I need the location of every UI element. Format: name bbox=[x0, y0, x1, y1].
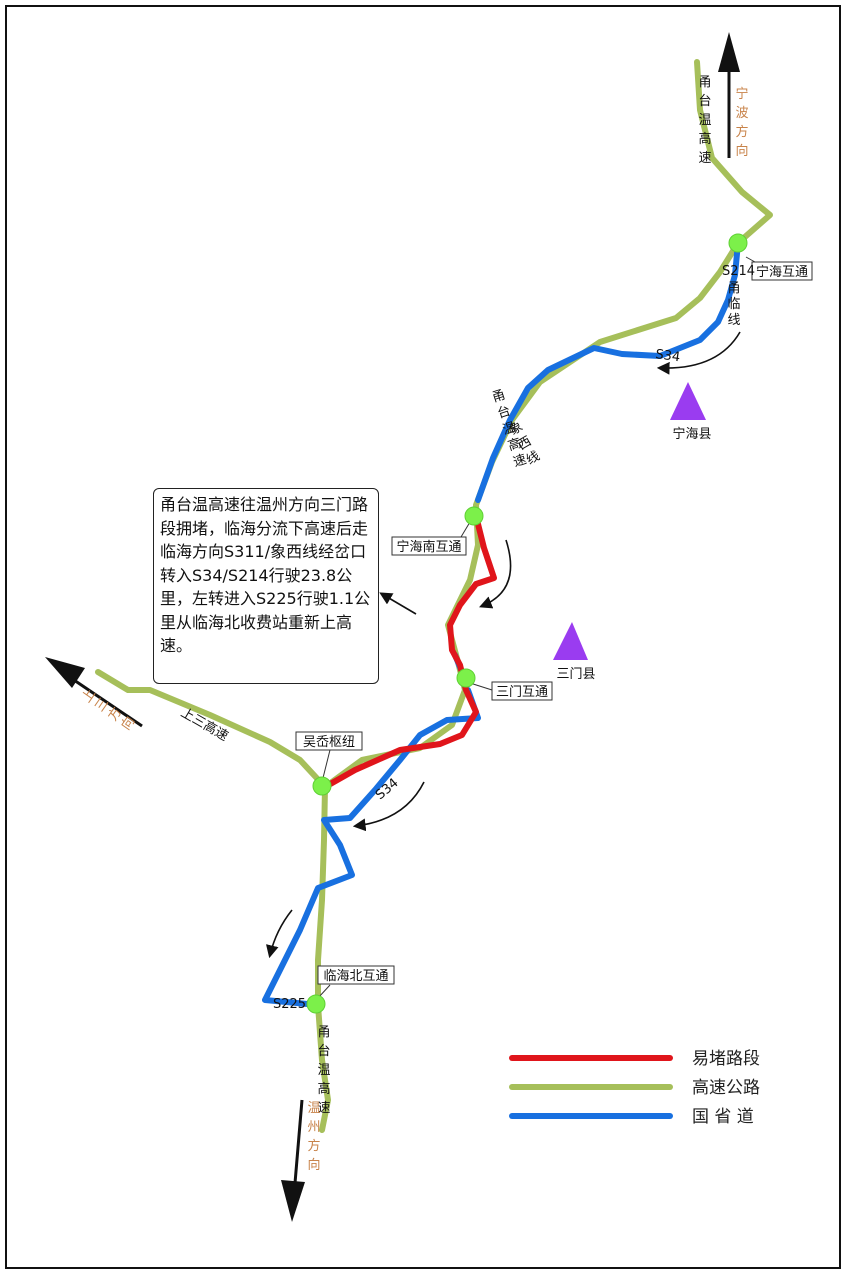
label-s34-east: S34 bbox=[654, 347, 681, 365]
legend-national-provincial: 国 省 道 bbox=[692, 1107, 754, 1127]
label-yongtaiwen-top-text: 甬台温高速 bbox=[698, 75, 711, 166]
node-linhai-north bbox=[306, 994, 326, 1014]
label-yongtaiwen-top: 甬台温高速 bbox=[698, 75, 711, 166]
svg-text:宁海南互通: 宁海南互通 bbox=[396, 539, 461, 555]
node-wupi bbox=[312, 776, 332, 796]
svg-text:吴岙枢纽: 吴岙枢纽 bbox=[303, 735, 355, 750]
label-yonglin-road-text: 甬临线 bbox=[727, 281, 740, 328]
interchange-label-wupi: 吴岙枢纽 bbox=[295, 731, 363, 751]
label-shangsan-direction-text: 上三方向 bbox=[79, 686, 138, 733]
label-s225: S225 bbox=[273, 997, 306, 1012]
legend: 易堵路段 高速公路 国 省 道 bbox=[509, 1049, 760, 1127]
ninghai-county-marker: 宁海县 bbox=[670, 382, 712, 442]
label-s214: S214 bbox=[722, 264, 755, 279]
shangsan-direction-arrow bbox=[45, 657, 143, 728]
shangsan-expressway bbox=[95, 669, 328, 790]
interchange-label-ninghai: 宁海互通 bbox=[751, 261, 813, 281]
congested-segment bbox=[322, 513, 497, 790]
label-ningbo-direction-text: 宁波方向 bbox=[735, 86, 748, 159]
svg-text:三门县: 三门县 bbox=[556, 667, 595, 682]
node-ninghai-south bbox=[464, 506, 484, 526]
s34-road bbox=[262, 687, 481, 1008]
label-wenzhou-direction: 温州方向 bbox=[307, 1101, 320, 1173]
interchange-label-ninghai-south: 宁海南互通 bbox=[391, 536, 467, 556]
travel-direction-arrows bbox=[266, 331, 741, 959]
label-ningbo-direction: 宁波方向 bbox=[735, 86, 748, 159]
svg-text:宁海县: 宁海县 bbox=[672, 426, 711, 442]
legend-congested: 易堵路段 bbox=[692, 1049, 760, 1069]
label-yongtaiwen-mid-text: 甬台温高速 bbox=[490, 388, 528, 471]
svg-text:宁海互通: 宁海互通 bbox=[756, 264, 808, 280]
label-s34-west: S34 bbox=[373, 776, 402, 803]
label-yongtaiwen-bottom-text: 甬台温高速 bbox=[317, 1025, 330, 1116]
wenzhou-direction-arrow bbox=[281, 1099, 305, 1222]
detour-note: 甬台温高速往温州方向三门路段拥堵，临海分流下高速后走临海方向S311/象西线经岔… bbox=[153, 488, 379, 684]
callout-leaders bbox=[317, 256, 756, 999]
label-yonglin-road: 甬临线 bbox=[727, 281, 740, 328]
interchange-nodes bbox=[306, 233, 748, 1014]
label-shangsan-direction: 上三方向 bbox=[79, 686, 138, 733]
interchange-label-sanmen: 三门互通 bbox=[491, 681, 553, 701]
svg-text:三门互通: 三门互通 bbox=[496, 685, 548, 700]
node-ninghai bbox=[728, 233, 748, 253]
interchange-label-linhai-north: 临海北互通 bbox=[317, 965, 395, 985]
label-yongtaiwen-bottom: 甬台温高速 bbox=[317, 1025, 330, 1116]
node-sanmen bbox=[456, 668, 476, 688]
ningbo-direction-arrow bbox=[718, 32, 740, 158]
map-frame bbox=[5, 5, 841, 1269]
sanmen-county-marker: 三门县 bbox=[553, 622, 596, 682]
legend-expressway: 高速公路 bbox=[692, 1078, 760, 1098]
label-xiangxi-road: 象西线 bbox=[507, 419, 543, 468]
label-wenzhou-direction-text: 温州方向 bbox=[307, 1101, 320, 1173]
label-xiangxi-road-text: 象西线 bbox=[507, 419, 543, 468]
s214-road bbox=[475, 240, 741, 503]
svg-text:临海北互通: 临海北互通 bbox=[323, 969, 388, 984]
label-yongtaiwen-mid: 甬台温高速 bbox=[490, 388, 528, 471]
